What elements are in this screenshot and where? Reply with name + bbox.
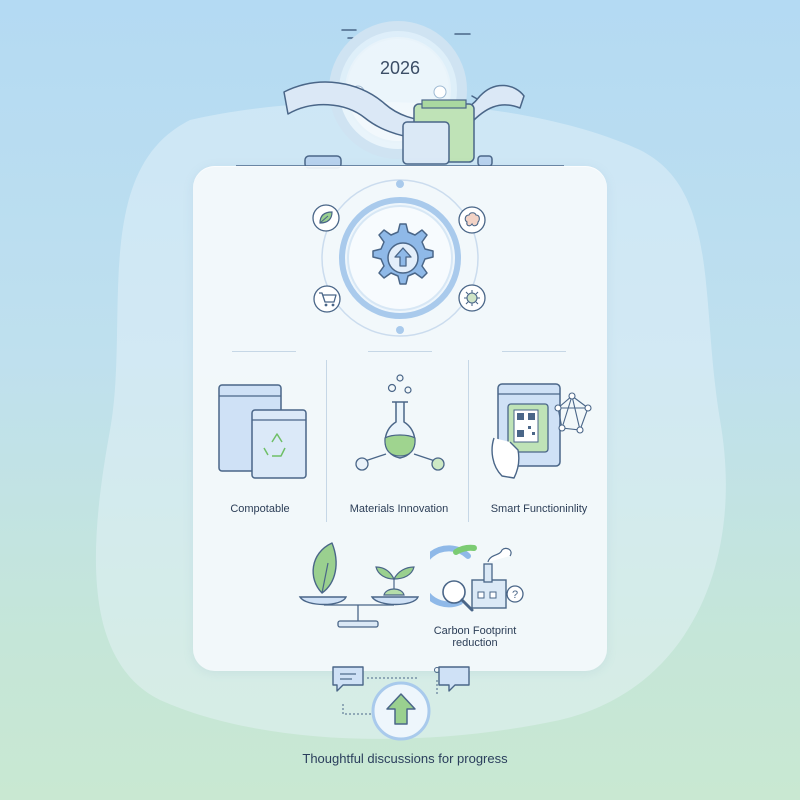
up-arrow-icon [371,681,431,741]
topic-label-carbon-footprint: Carbon Footprint reduction [433,625,517,649]
gear-upload-icon [372,223,434,285]
pouch-icon [218,384,307,479]
hero-illustration [236,21,564,169]
divider [468,360,469,522]
chat-bubble-icon [332,666,364,692]
topic-label-compostable: Compotable [230,503,290,515]
divider [502,351,566,352]
network-icon [554,392,592,434]
innovation-hub [321,179,479,337]
topic-label-smart-functionality: Smart Functioninlity [490,503,588,515]
brain-icon [458,206,486,234]
leaf-icon [312,204,340,232]
magnifier-factory-icon [430,544,512,612]
year-label: 2026 [379,58,421,78]
chat-bubble-icon [438,666,470,692]
divider [326,360,327,522]
svg-text:?: ? [512,589,518,601]
cart-icon [313,285,341,313]
footer-tagline: Thoughtful discussions for progress [302,751,508,766]
plant-balance-icon [298,542,420,628]
qr-phone-icon [491,383,561,479]
flask-icon [355,374,445,471]
divider [368,351,432,352]
question-icon: ? [506,585,524,603]
ai-chip-icon [458,284,486,312]
divider [232,351,296,352]
topic-label-materials-innovation: Materials Innovation [349,503,449,515]
